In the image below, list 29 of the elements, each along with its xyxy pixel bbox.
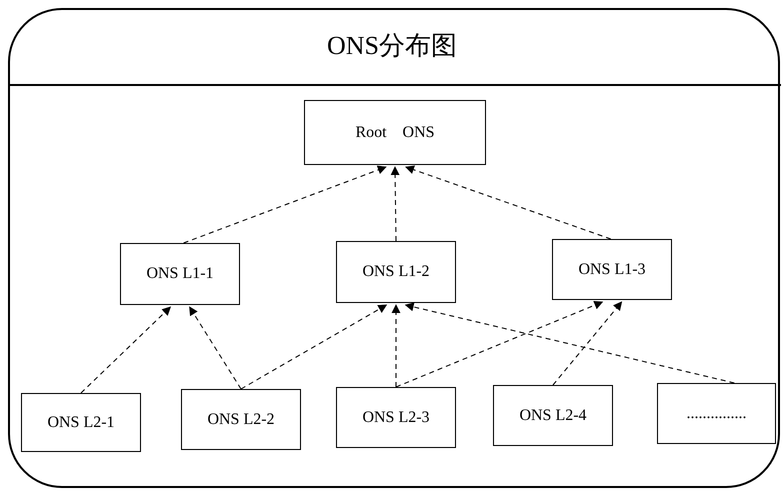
node-box [120, 243, 240, 305]
node-label: ONS L2-3 [362, 408, 430, 426]
diagram-title: ONS分布图 [326, 30, 458, 62]
arrow [183, 166, 387, 244]
node-label: ONS L2-1 [47, 414, 115, 432]
node-label: ............... [686, 404, 746, 422]
node-box [657, 383, 776, 444]
node-box [304, 100, 486, 165]
arrow [405, 165, 612, 240]
node-box [181, 389, 301, 450]
arrow [240, 304, 388, 390]
node-box [552, 239, 672, 300]
arrow [396, 300, 604, 388]
node-box [336, 241, 456, 303]
node-box [493, 385, 613, 446]
node-label: ONS L1-2 [362, 263, 430, 281]
node-label: ONS L2-4 [519, 406, 587, 424]
arrow [80, 306, 172, 394]
node-label: Root ONS [355, 123, 435, 143]
arrow [390, 166, 400, 242]
arrow [392, 304, 400, 388]
node-label: ONS L1-1 [146, 265, 214, 283]
node-label: ONS L1-3 [578, 260, 646, 278]
arrow [189, 306, 242, 390]
arrow [552, 301, 622, 386]
arrow [404, 302, 735, 384]
node-label: ONS L2-2 [207, 410, 275, 428]
node-box [336, 387, 456, 448]
node-box [21, 393, 141, 452]
